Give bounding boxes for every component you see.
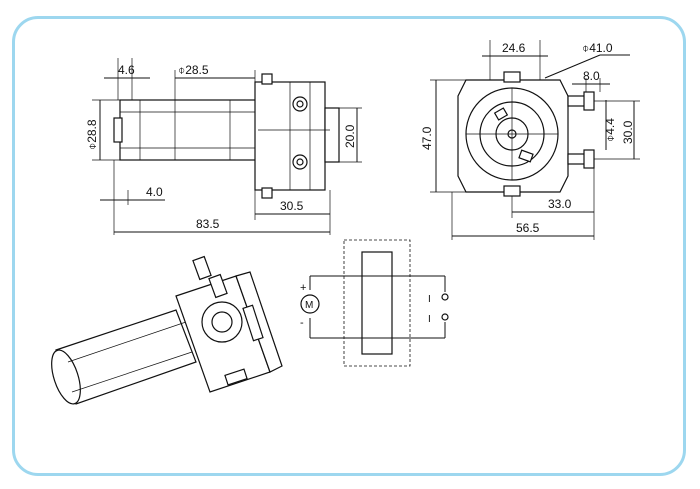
dim-side-1: 4.6 [118, 63, 135, 77]
plus-sign: + [300, 282, 306, 294]
dim-front-8: 56.5 [516, 221, 540, 235]
drawing-frame [12, 16, 686, 476]
dim-front-1: 24.6 [502, 41, 526, 55]
dim-side-7: 83.5 [196, 217, 220, 231]
side-view: 4.6 ⌽28.5 ⌽28.8 20.0 4.0 30.5 83.5 [85, 58, 362, 235]
isometric-view [51, 255, 283, 405]
dim-side-2: ⌽28.5 [178, 63, 209, 77]
dim-front-5: ⌽4.4 [603, 118, 617, 142]
schematic-core [361, 251, 393, 355]
dim-side-6: 30.5 [280, 199, 304, 213]
dim-front-3: 8.0 [583, 69, 600, 83]
minus-sign: - [300, 317, 304, 329]
dim-side-4: 20.0 [343, 124, 357, 148]
schematic-housing [343, 239, 411, 367]
terminal-top [441, 293, 449, 301]
dim-side-5: 4.0 [146, 185, 163, 199]
terminal-mark-1: I [428, 294, 431, 305]
dim-side-3: ⌽28.8 [85, 119, 99, 150]
motor-body [119, 99, 261, 161]
terminal-mark-2: I [428, 314, 431, 325]
motor-label: M [305, 300, 313, 311]
dim-front-6: 30.0 [621, 120, 635, 144]
dim-front-7: 33.0 [548, 197, 572, 211]
dim-front-4: 47.0 [420, 126, 434, 150]
terminal-bottom [441, 313, 449, 321]
wiring-schematic: M + - I I [300, 239, 449, 367]
dim-front-2: ⌽41.0 [582, 41, 613, 55]
front-view: 24.6 ⌽41.0 8.0 47.0 ⌽4.4 30.0 33.0 56.5 [420, 40, 640, 240]
motor-symbol [300, 294, 320, 314]
